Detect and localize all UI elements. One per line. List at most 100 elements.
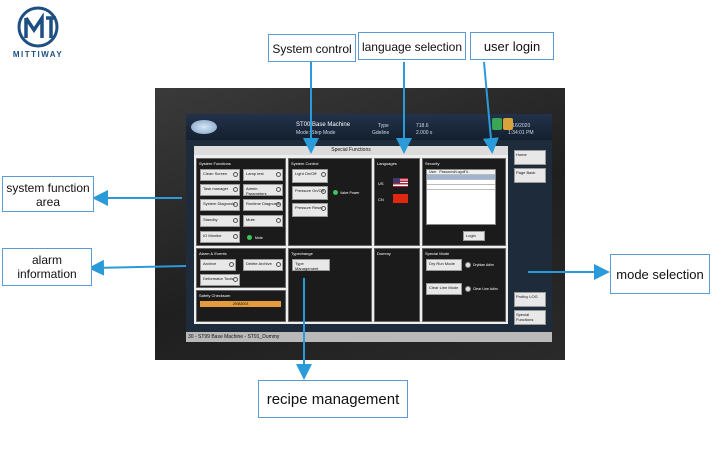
languages-section: Languages US CN xyxy=(374,158,420,246)
cycle-value: 2.000 s xyxy=(416,130,433,136)
pressure-toggle-button[interactable]: Pressure On/Off xyxy=(292,186,328,200)
clear-line-radio[interactable] xyxy=(465,286,471,292)
brush-icon xyxy=(233,172,238,177)
cn-flag-icon[interactable] xyxy=(393,194,408,203)
clear-line-mode-button[interactable]: Clear Line Mode xyxy=(426,283,462,295)
language-us-label: US xyxy=(378,181,384,186)
time-value: 1:34:01 PM xyxy=(508,130,534,136)
button-label: Standby xyxy=(203,217,218,222)
dry-run-mode-button[interactable]: Dry Run Mode xyxy=(426,259,462,271)
dry-run-radio[interactable] xyxy=(465,262,471,268)
button-label: Deformator Tools xyxy=(203,276,234,281)
callout-language-selection: language selection xyxy=(358,32,466,60)
login-button[interactable]: Login xyxy=(463,231,485,241)
standby-button[interactable]: Standby xyxy=(200,215,240,227)
pressure-icon xyxy=(321,189,326,194)
special-functions-button[interactable]: Special Functions xyxy=(514,310,546,325)
mute-indicator-icon xyxy=(247,235,252,240)
page-back-button[interactable]: Page Back xyxy=(514,168,546,183)
safety-checksum-value: 29082003 xyxy=(200,301,281,307)
section-title: Safety Checksum xyxy=(199,293,231,298)
delete-archive-button[interactable]: Delete Archive xyxy=(243,259,283,271)
mute-button[interactable]: Mute xyxy=(243,215,283,227)
special-mode-section: Special Mode Dry Run Mode Dryblan Adim C… xyxy=(422,248,506,322)
hmi-logo-icon xyxy=(191,120,217,134)
reset-icon xyxy=(321,206,326,211)
safety-checksum-section: Safety Checksum 29082003 xyxy=(196,290,286,322)
search-icon xyxy=(233,277,238,282)
mittiway-logo-icon xyxy=(17,6,59,48)
runtime-diagnosis-button[interactable]: Runtime Diagnosis xyxy=(243,199,283,211)
button-label: Delete Archive xyxy=(246,261,272,266)
clear-line-radio-label: Clear Line Adim xyxy=(473,287,498,291)
lamp-icon xyxy=(276,172,281,177)
task-manager-button[interactable]: Task manager xyxy=(200,184,240,196)
section-title: Security xyxy=(425,161,440,166)
brand-name: MITTIWAY xyxy=(12,50,64,59)
monitor-icon xyxy=(233,234,238,239)
callout-recipe-management: recipe management xyxy=(258,380,408,418)
light-toggle-button[interactable]: Light On/Off xyxy=(292,169,328,183)
dummy-section: Dummy xyxy=(374,248,420,322)
user-icon[interactable] xyxy=(492,118,502,130)
callout-user-login: user login xyxy=(470,32,554,60)
system-diagnosis-button[interactable]: System Diagnosis xyxy=(200,199,240,211)
user-list[interactable]: User Password/Logoff ti.. xyxy=(426,169,496,225)
machine-mode: Mode: Step Mode xyxy=(296,130,336,136)
hmi-header: ST00 Base Machine Mode: Step Mode Type G… xyxy=(186,114,552,140)
list-item[interactable] xyxy=(427,180,495,185)
proficy-log-button[interactable]: Proficy LOG xyxy=(514,292,546,307)
button-label: Pressure Reset xyxy=(295,205,323,210)
brand-logo: MITTIWAY xyxy=(6,6,70,64)
section-title: Alarm & Events xyxy=(199,251,227,256)
search-icon xyxy=(276,202,281,207)
callout-system-control: System control xyxy=(268,34,356,62)
home-button[interactable]: Home xyxy=(514,150,546,165)
date-value: 8/16/2020 xyxy=(508,123,531,129)
us-flag-icon[interactable] xyxy=(393,178,408,187)
section-title: Special Mode xyxy=(425,251,450,256)
panel-title: Special Functions xyxy=(194,146,508,155)
button-label: Dry Run Mode xyxy=(429,261,455,266)
button-label: Proficy LOG xyxy=(516,294,538,299)
button-label: Home xyxy=(516,152,527,157)
clean-screen-button[interactable]: Clean Screen xyxy=(200,169,240,181)
user-column-header: User xyxy=(429,170,437,174)
language-cn-label: CN xyxy=(378,197,384,202)
io-monitor-button[interactable]: IO Monitor xyxy=(200,231,240,243)
callout-system-function-area: system function area xyxy=(2,176,94,212)
machine-title: ST00 Base Machine xyxy=(296,122,351,128)
user-list-header: User Password/Logoff ti.. xyxy=(427,170,495,175)
callout-alarm-information: alarm information xyxy=(2,248,92,286)
power-icon xyxy=(233,218,238,223)
admin-parameters-button[interactable]: Admin. Parameters xyxy=(243,184,283,196)
type-value: Gdeline xyxy=(372,130,390,136)
button-label: Clean Screen xyxy=(203,171,228,176)
type-label: Type xyxy=(378,123,389,129)
button-label: Lamp test xyxy=(246,171,264,176)
list-item[interactable] xyxy=(427,175,495,180)
deformator-tools-button[interactable]: Deformator Tools xyxy=(200,274,240,286)
task-icon xyxy=(233,187,238,192)
security-section: Security User Password/Logoff ti.. Login xyxy=(422,158,506,246)
password-column-header: Password/Logoff ti.. xyxy=(439,170,470,174)
button-label: Admin. Parameters xyxy=(246,186,267,196)
section-title: Typechange xyxy=(291,251,313,256)
section-title: System Functions xyxy=(199,161,231,166)
button-label: Clear Line Mode xyxy=(429,285,459,290)
list-item[interactable] xyxy=(427,185,495,190)
section-title: Dummy xyxy=(377,251,391,256)
search-icon xyxy=(233,202,238,207)
type-management-button[interactable]: Type Management xyxy=(292,259,330,271)
lock-icon[interactable] xyxy=(503,118,513,130)
archive-button[interactable]: Archive xyxy=(200,259,236,271)
button-label: Special Functions xyxy=(516,312,534,322)
archive-icon xyxy=(229,262,234,267)
pressure-reset-button[interactable]: Pressure Reset xyxy=(292,203,328,217)
button-label: Type Management xyxy=(295,261,319,271)
delete-icon xyxy=(276,262,281,267)
system-functions-section: System Functions Clean Screen Lamp test … xyxy=(196,158,286,246)
lamp-test-button[interactable]: Lamp test xyxy=(243,169,283,181)
hmi-screen: ST00 Base Machine Mode: Step Mode Type G… xyxy=(186,114,552,342)
button-label: Mute xyxy=(246,217,255,222)
